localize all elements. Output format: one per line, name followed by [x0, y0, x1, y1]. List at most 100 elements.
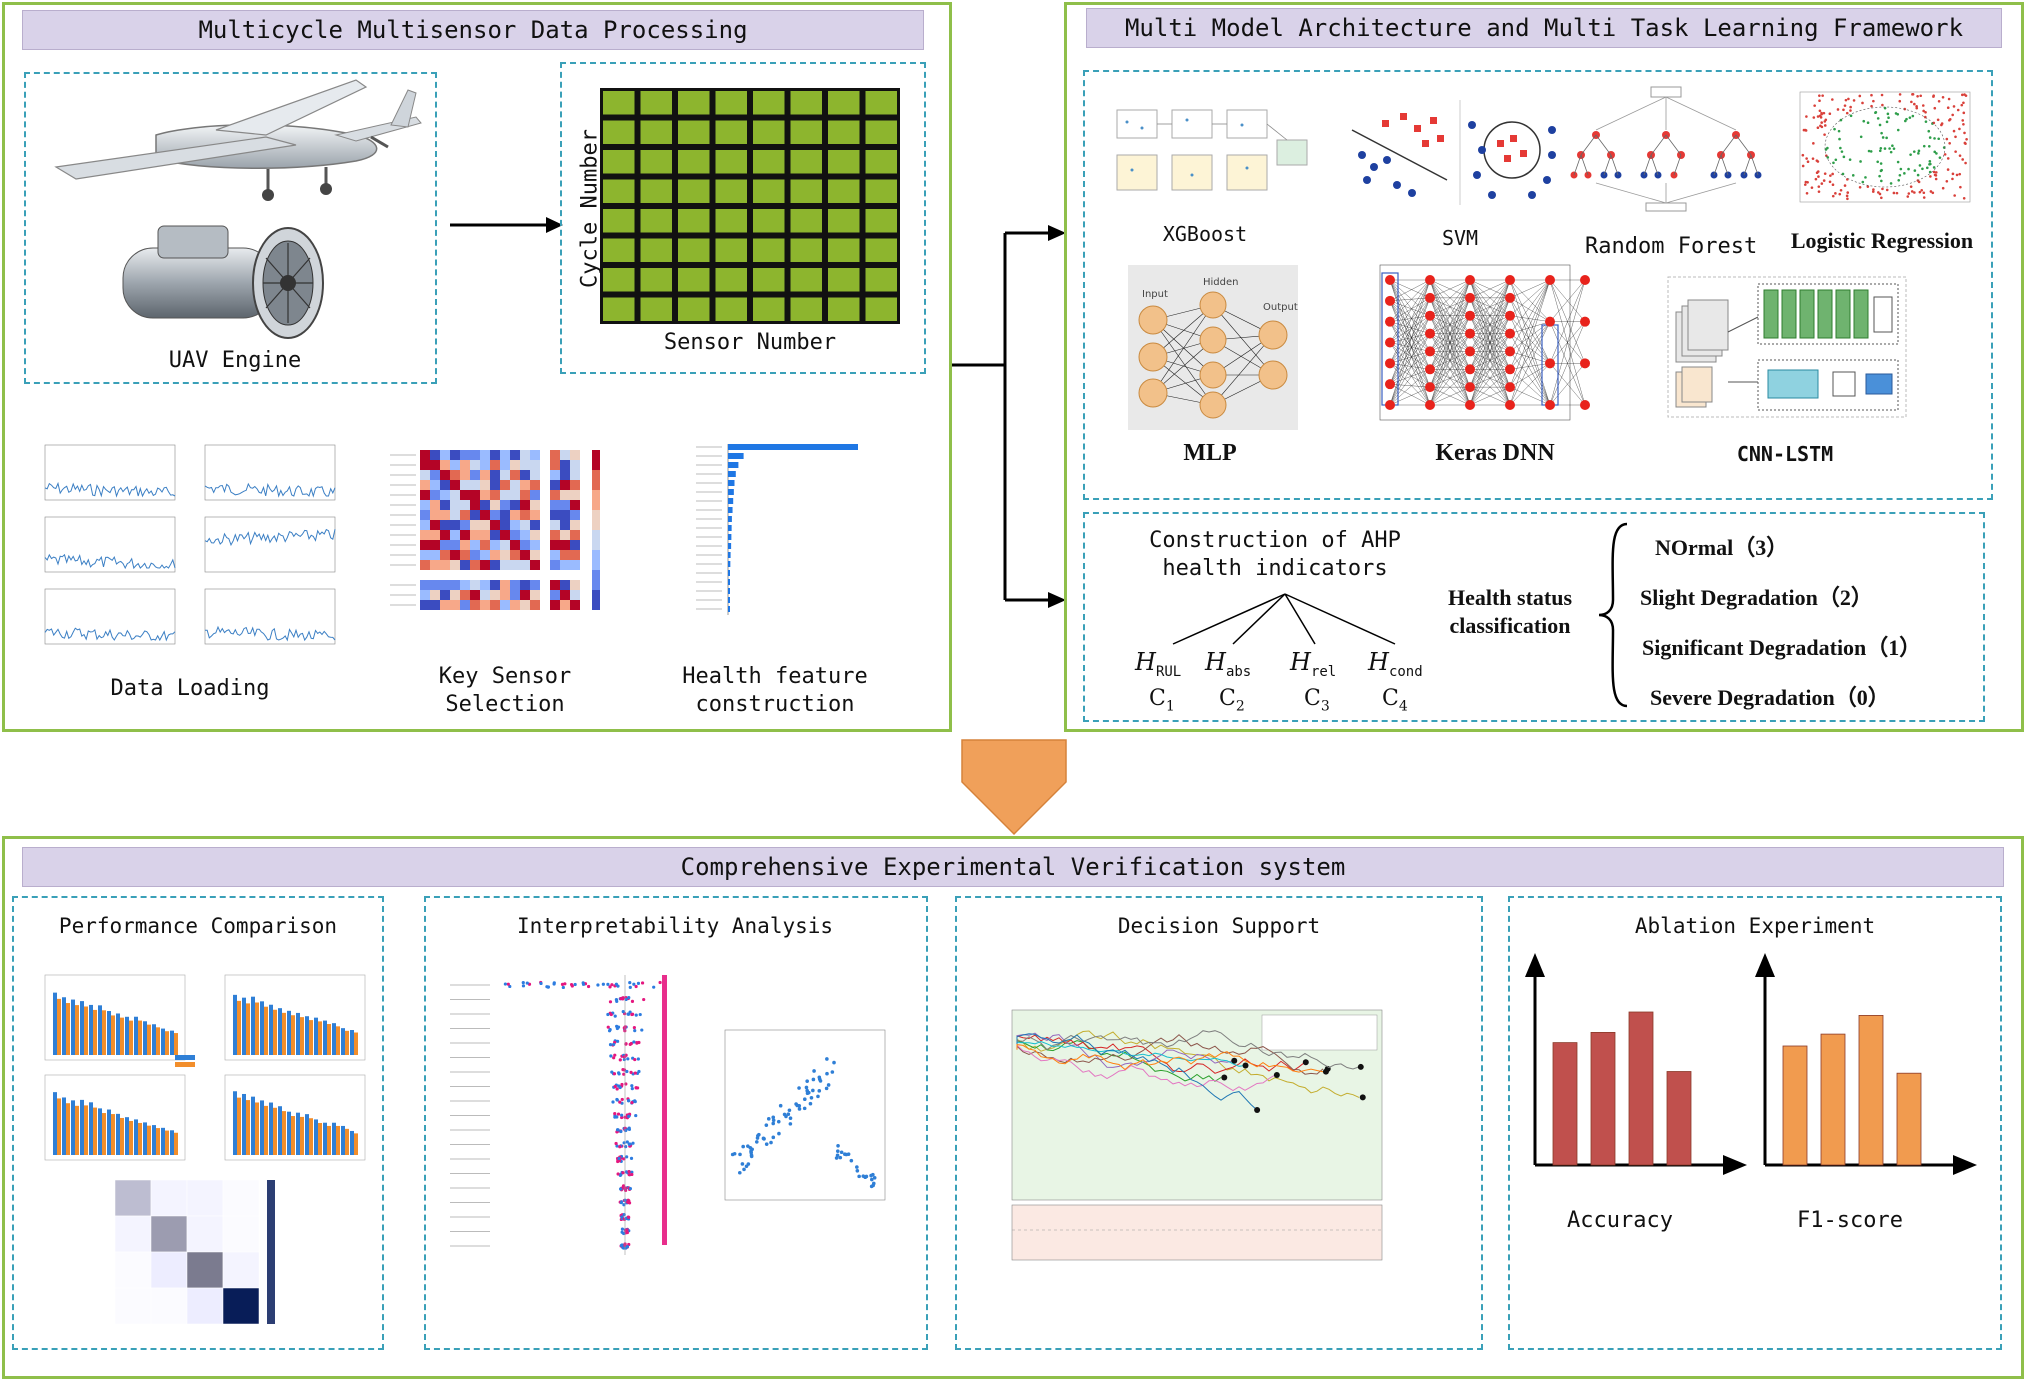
matrix-cell — [715, 91, 747, 115]
dnn-edge — [1389, 279, 1431, 343]
matrix-cell — [603, 268, 635, 292]
sensor-trend-line — [44, 627, 176, 642]
lr-point — [1947, 97, 1951, 101]
heatmap-cell — [500, 490, 510, 500]
health-indicator-symbol: Habs — [1205, 648, 1251, 680]
perf-bar-ahp — [233, 994, 237, 1055]
perf-bar-noahp — [174, 1132, 178, 1155]
shap-point — [586, 984, 591, 989]
dnn-edge — [1509, 315, 1551, 406]
heatmap-cell — [430, 510, 440, 520]
heatmap-cell — [510, 560, 520, 570]
heatmap-cell — [450, 460, 460, 470]
dnn-edge — [1389, 297, 1431, 302]
shap-point — [622, 1057, 626, 1062]
dep-point — [771, 1135, 776, 1140]
lr-point — [1820, 112, 1823, 116]
lr-point — [1847, 97, 1850, 101]
matrix-cell — [678, 209, 710, 233]
lr-point — [1908, 116, 1912, 119]
health-status-label-2: classification — [1449, 613, 1571, 638]
dnn-edge — [1469, 315, 1511, 406]
heatmap-cell — [440, 500, 450, 510]
perf-bar-noahp — [138, 1020, 142, 1055]
shap-point — [624, 1170, 629, 1174]
shap-point — [625, 1155, 629, 1159]
shap-point — [628, 985, 632, 989]
heatmap-cell — [480, 500, 490, 510]
matrix-cell — [865, 209, 897, 233]
feature-bar — [728, 543, 732, 549]
lr-point — [1922, 109, 1925, 113]
heatmap-cell — [500, 590, 510, 600]
heatmap-cell — [490, 460, 500, 470]
dnn-edge — [1389, 315, 1431, 406]
engine-end-marker — [1302, 1059, 1309, 1066]
heatmap-cell — [530, 590, 540, 600]
lr-point — [1819, 124, 1822, 128]
heatmap-cell — [570, 600, 580, 610]
engine-end-marker — [1273, 1071, 1280, 1078]
dnn-node — [1505, 346, 1515, 357]
lr-point — [1867, 149, 1871, 153]
engine-end-marker — [1359, 1094, 1366, 1101]
feature-bar — [728, 606, 730, 612]
heatmap-cell — [510, 520, 520, 530]
heatmap-cell — [490, 540, 500, 550]
lr-point — [1896, 128, 1900, 132]
dep-point — [738, 1170, 742, 1175]
lr-point — [1858, 186, 1862, 189]
dnn-edge — [1429, 315, 1471, 406]
heatmap-cell — [530, 480, 540, 490]
cm-cell — [150, 1179, 188, 1217]
heatmap-cell — [480, 450, 490, 460]
health-class-item: NOrmal（3） — [1655, 535, 1789, 560]
dnn-edge — [1549, 321, 1586, 406]
heatmap-cell — [530, 460, 540, 470]
dnn-edge — [1389, 321, 1431, 370]
lr-point — [1832, 161, 1835, 165]
feature-bar — [728, 579, 730, 585]
matrix-cell — [865, 179, 897, 203]
lr-point — [1917, 152, 1920, 155]
keras-dnn-label: Keras DNN — [1435, 440, 1555, 466]
matrix-cell — [678, 297, 710, 321]
dnn-node — [1545, 275, 1555, 285]
dep-point — [794, 1102, 798, 1106]
dep-point — [857, 1174, 861, 1179]
matrix-cell — [865, 150, 897, 174]
matrix-cell — [640, 120, 672, 144]
shap-point — [619, 1243, 624, 1248]
shap-point — [620, 1215, 624, 1219]
perf-legend-noahp — [175, 1062, 195, 1067]
lr-point — [1843, 184, 1847, 187]
dep-point — [846, 1152, 851, 1156]
heatmap-cell — [430, 550, 440, 560]
shap-point — [611, 1100, 615, 1104]
lr-point — [1879, 146, 1883, 150]
perf-bar-ahp — [305, 1016, 309, 1055]
heatmap-cell — [520, 450, 530, 460]
engine-end-marker — [1254, 1106, 1261, 1113]
dnn-node — [1425, 310, 1435, 321]
shap-point — [608, 1043, 613, 1047]
dnn-edge — [1389, 321, 1431, 406]
ablation-title: Ablation Experiment — [1634, 914, 1876, 938]
lr-point — [1849, 105, 1852, 109]
dep-point — [811, 1077, 816, 1082]
feature-bar — [728, 561, 731, 567]
ablation-f1-label: F1-score — [1797, 1208, 1903, 1233]
heatmap-cell — [420, 520, 430, 530]
matrix-cell — [715, 238, 747, 262]
lr-point — [1805, 157, 1808, 160]
perf-bar-noahp — [300, 1116, 304, 1155]
perf-bar-ahp — [170, 1130, 174, 1155]
lr-point — [1962, 111, 1966, 115]
matrix-cell — [603, 179, 635, 203]
lr-point — [1826, 156, 1830, 159]
perf-bar-noahp — [336, 1026, 340, 1055]
shap-point — [640, 1028, 644, 1032]
lr-point — [1831, 194, 1835, 198]
lr-point — [1899, 167, 1903, 171]
perf-bar-noahp — [93, 1107, 97, 1155]
